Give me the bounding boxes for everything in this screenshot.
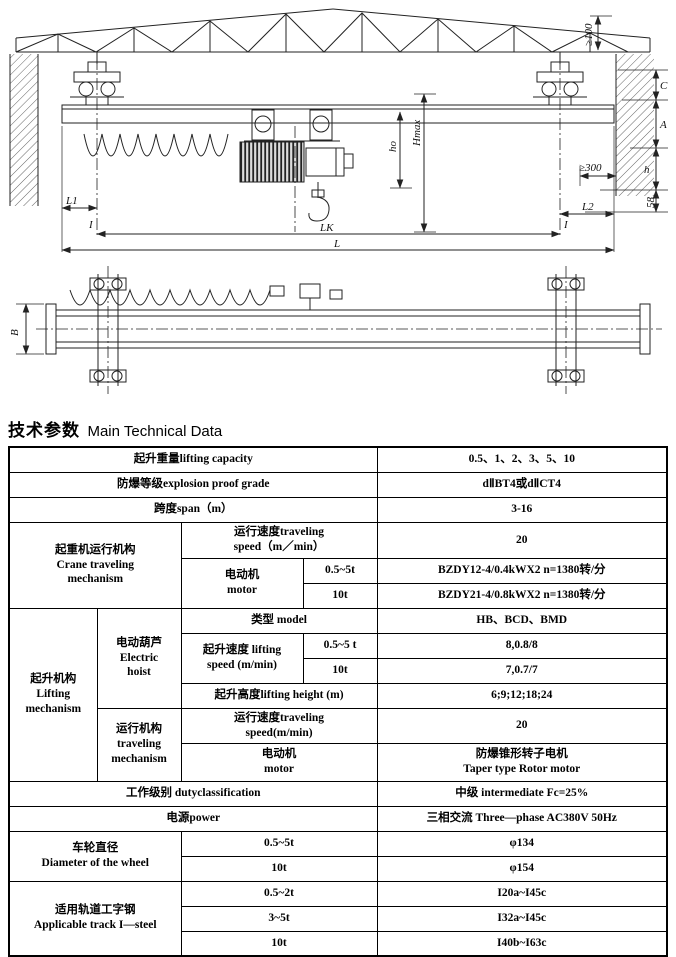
capacity-value: 0.5、1、2、3、5、10 [376, 446, 668, 473]
table-row: 起升高度lifting height (m) 6;9;12;18;24 [9, 682, 668, 709]
explosion-label: 防爆等级explosion proof grade [8, 471, 378, 498]
table-row: 工作级别 dutyclassification 中级 intermediate … [8, 780, 668, 807]
table-row: 起升重量lifting capacity 0.5、1、2、3、5、10 [8, 446, 668, 473]
hoist-motor-value: 防爆锥形转子电机 Taper type Rotor motor [376, 742, 668, 782]
wheel-class-0: 0.5~5t [180, 830, 378, 857]
cable-trolley [269, 285, 285, 297]
end-truck-right [533, 52, 587, 105]
wheel-class-1: 10t [180, 855, 378, 882]
junction-box-small [329, 289, 343, 300]
crane-motor-value-1: BZDY21-4/0.8kWX2 n=1380转/分 [376, 582, 668, 609]
dim-label-l2: L2 [581, 201, 594, 213]
capacity-label: 起升重量lifting capacity [8, 446, 378, 473]
track-class-2: 10t [180, 930, 378, 957]
hoist-travel-speed-value: 20 [376, 707, 668, 744]
title-cn: 技术参数 [8, 421, 80, 440]
table-row: 起重机运行机构 Crane traveling mechanism 运行速度tr… [8, 521, 668, 609]
crane-motor-class-0: 0.5~5t [302, 557, 378, 584]
hoist-travel-speed-label: 运行速度traveling speed(m/min) [180, 707, 378, 744]
track-value-1: I32a~I45c [376, 905, 668, 932]
model-label: 类型 model [180, 607, 378, 634]
lifting-group: 起升机构 Lifting mechanism [8, 607, 98, 782]
lift-speed-class-0: 0.5~5 t [302, 632, 378, 659]
technical-data-table: 起升重量lifting capacity 0.5、1、2、3、5、10 防爆等级… [8, 446, 668, 957]
lift-speed-value-1: 7,0.7/7 [376, 657, 668, 684]
dim-label-ho: ho [387, 141, 399, 153]
hoist-traveling-group: 运行机构 traveling mechanism [96, 707, 182, 782]
junction-box [299, 283, 321, 299]
crane-motor-class-1: 10t [302, 582, 378, 609]
table-row: 3~5t I32a~I45c [9, 905, 668, 932]
dim-label-hmax: Hmax [411, 120, 423, 147]
crane-side-view-drawing: ≥100 ho Hmax ≥300 C A h 58 L1 L2 I I LK … [0, 0, 676, 258]
table-row: 运行机构 traveling mechanism 运行速度traveling s… [9, 707, 668, 782]
crane-traveling-group: 起重机运行机构 Crane traveling mechanism [8, 521, 182, 609]
dim-label-l1: L1 [65, 195, 78, 207]
wall-right [615, 54, 654, 196]
duty-label: 工作级别 dutyclassification [8, 780, 378, 807]
table-row: 适用轨道工字钢 Applicable track I—steel 0.5~2t … [8, 880, 668, 957]
table-row: 车轮直径 Diameter of the wheel 0.5~5t φ134 [8, 830, 668, 882]
section-mark-right: I [563, 219, 569, 231]
table-row: 跨度span（m） 3-16 [8, 496, 668, 523]
hook-icon [308, 196, 330, 222]
explosion-value: dⅡBT4或dⅡCT4 [376, 471, 668, 498]
dim-label-c: C [660, 80, 668, 92]
dim-label-a: A [659, 119, 667, 131]
table-row: 10t 7,0.7/7 [9, 657, 668, 684]
roof-truss [15, 8, 651, 53]
festoon-cable [83, 133, 229, 157]
power-value: 三相交流 Three—phase AC380V 50Hz [376, 805, 668, 832]
track-value-2: I40b~I63c [376, 930, 668, 957]
duty-value: 中级 intermediate Fc=25% [376, 780, 668, 807]
span-value: 3-16 [376, 496, 668, 523]
model-value: HB、BCD、BMD [376, 607, 668, 634]
section-title: 技术参数 Main Technical Data [8, 416, 676, 440]
span-label: 跨度span（m） [8, 496, 378, 523]
crane-travel-speed-label: 运行速度traveling speed（m／min） [180, 521, 378, 559]
track-group: 适用轨道工字钢 Applicable track I—steel [8, 880, 182, 957]
lift-speed-value-0: 8,0.8/8 [376, 632, 668, 659]
hoist-trolley [239, 109, 354, 222]
table-row: 10t BZDY21-4/0.8kWX2 n=1380转/分 [9, 582, 668, 609]
table-row: 防爆等级explosion proof grade dⅡBT4或dⅡCT4 [8, 471, 668, 498]
lift-height-value: 6;9;12;18;24 [376, 682, 668, 709]
track-class-0: 0.5~2t [180, 880, 378, 907]
dim-label-lk: LK [319, 222, 334, 234]
dim-label-b: B [9, 329, 21, 336]
table-row: 电源power 三相交流 Three—phase AC380V 50Hz [8, 805, 668, 832]
crane-motor-value-0: BZDY12-4/0.4kWX2 n=1380转/分 [376, 557, 668, 584]
power-label: 电源power [8, 805, 378, 832]
hoist-group: 电动葫芦 Electric hoist [96, 607, 182, 709]
lift-speed-label: 起升速度 lifting speed (m/min) [180, 632, 304, 684]
crane-top-view-drawing: B [0, 258, 676, 412]
girder [61, 104, 615, 124]
track-class-1: 3~5t [180, 905, 378, 932]
section-mark-left: I [88, 219, 94, 231]
crane-motor-label: 电动机 motor [180, 557, 304, 609]
dim-label-ge100: ≥100 [583, 23, 595, 46]
dim-label-58: 58 [645, 197, 657, 209]
crane-travel-speed-value: 20 [376, 521, 668, 559]
title-en: Main Technical Data [87, 423, 223, 440]
wheel-group: 车轮直径 Diameter of the wheel [8, 830, 182, 882]
track-value-0: I20a~I45c [376, 880, 668, 907]
wheel-value-0: φ134 [376, 830, 668, 857]
table-row: 电动机 motor 防爆锥形转子电机 Taper type Rotor moto… [9, 742, 668, 782]
dim-label-h: h [644, 164, 650, 176]
festoon-cable-plan [69, 288, 271, 306]
dim-label-l: L [333, 238, 340, 250]
table-row: 起升机构 Lifting mechanism 电动葫芦 Electric hoi… [8, 607, 668, 782]
hoist-motor-label: 电动机 motor [180, 742, 378, 782]
wall-left [9, 54, 39, 206]
lift-speed-class-1: 10t [302, 657, 378, 684]
lift-height-label: 起升高度lifting height (m) [180, 682, 378, 709]
dim-label-ge300: ≥300 [579, 162, 602, 174]
wheel-value-1: φ154 [376, 855, 668, 882]
